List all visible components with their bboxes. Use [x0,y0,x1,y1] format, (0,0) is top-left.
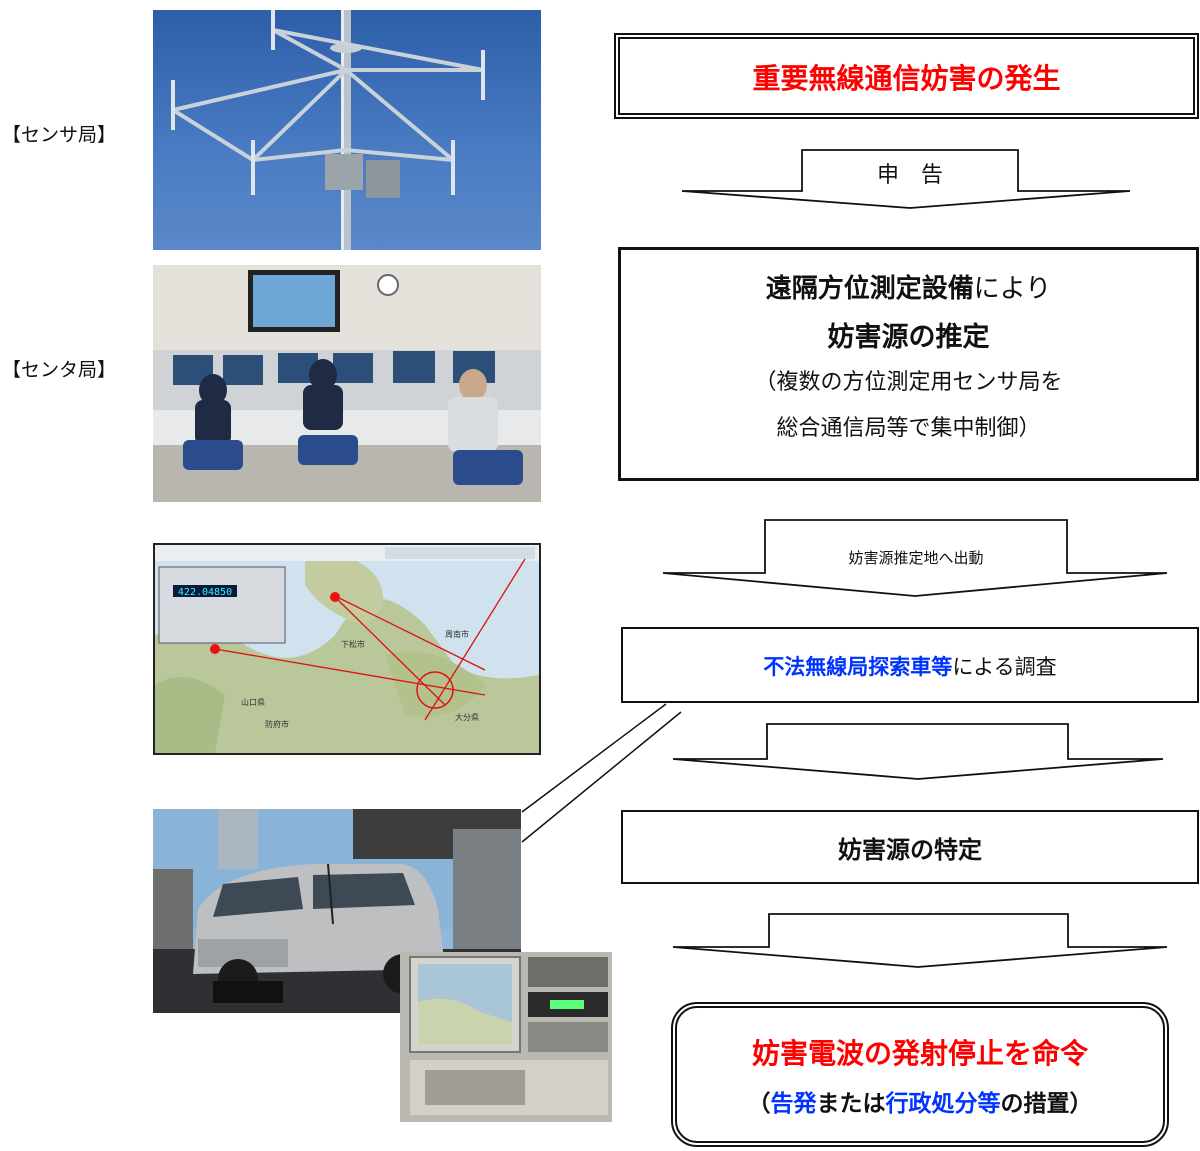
direction-finding-map-screenshot: 422.04850 山口県 防府市 下松市 周南市 大分県 [153,543,541,755]
vehicle-equipment-photo [400,952,612,1122]
map-place-shunan: 周南市 [445,629,469,639]
stop-order-text: 妨害電波の発射停止を命令 [751,1037,1088,1070]
map-place-kudamatsu: 下松市 [341,639,365,649]
step-investigation: 不法無線局探索車等による調査 [621,627,1199,703]
map-place-oita: 大分県 [455,712,479,722]
map-place-hofu: 防府市 [265,719,289,729]
sensor-station-label: 【センサ局】 [2,124,117,146]
sensor-antenna-photo [153,10,541,250]
step-source-estimation-note-1: （複数の方位測定用センサ局を [754,370,1063,395]
step-source-estimation-suffix: により [973,274,1052,304]
remote-df-equipment-label: 遠隔方位測定設備 [765,274,974,304]
step-source-identified-text: 妨害源の特定 [838,836,982,864]
frequency-readout: 422.04850 [178,587,232,598]
or-text: または [816,1091,886,1117]
center-station-label: 【センタ局】 [2,359,117,381]
step-source-estimation: 遠隔方位測定設備により 妨害源の推定 （複数の方位測定用センサ局を 総合通信局等… [618,247,1199,481]
paren-open: （ [747,1091,771,1117]
measures-text: の措置） [1000,1091,1093,1117]
administrative-disposition-text: 行政処分等 [885,1091,1001,1117]
step-investigation-suffix: による調査 [952,655,1057,679]
step-interference-occurs: 重要無線通信妨害の発生 [614,33,1199,119]
step-source-identified: 妨害源の特定 [621,810,1199,884]
search-vehicle-photo [153,809,521,1013]
arrow-label-report: 申 告 [876,163,943,188]
arrow-label-dispatch: 妨害源推定地へ出動 [848,549,984,567]
step-interference-occurs-text: 重要無線通信妨害の発生 [752,62,1061,95]
illegal-station-search-vehicle-label: 不法無線局探索車等 [763,655,953,679]
center-control-room-photo [153,265,541,502]
accusation-text: 告発 [770,1091,817,1117]
source-estimation-heading: 妨害源の推定 [827,322,990,353]
step-stop-order: 妨害電波の発射停止を命令 （告発または行政処分等の措置） [671,1002,1169,1147]
map-place-yamaguchi: 山口県 [241,697,265,707]
step-source-estimation-note-2: 総合通信局等で集中制御） [776,416,1041,441]
